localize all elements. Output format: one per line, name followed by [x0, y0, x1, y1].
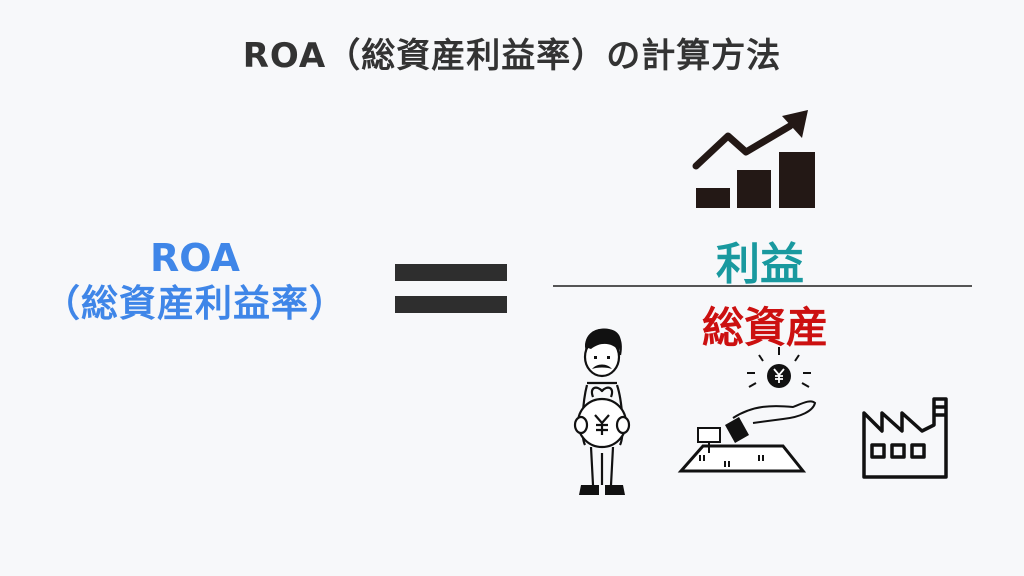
numerator-profit: 利益 [716, 239, 804, 290]
roa-abbrev: ROA [150, 236, 240, 280]
denominator-total-assets: 総資産 [701, 303, 828, 352]
equals-bar-top [395, 264, 507, 281]
equals-bar-bottom [395, 296, 507, 313]
roa-full-name: （総資産利益率） [43, 282, 347, 325]
man-with-money-bag-icon [573, 328, 631, 495]
fraction-line [553, 285, 972, 287]
land-and-hand-with-yen-coin-icon [677, 347, 817, 473]
growth-chart-icon [692, 110, 815, 208]
roa-label: ROA （総資産利益率） [20, 236, 370, 328]
factory-icon [862, 397, 948, 479]
page-title: ROA（総資産利益率）の計算方法 [242, 36, 782, 76]
